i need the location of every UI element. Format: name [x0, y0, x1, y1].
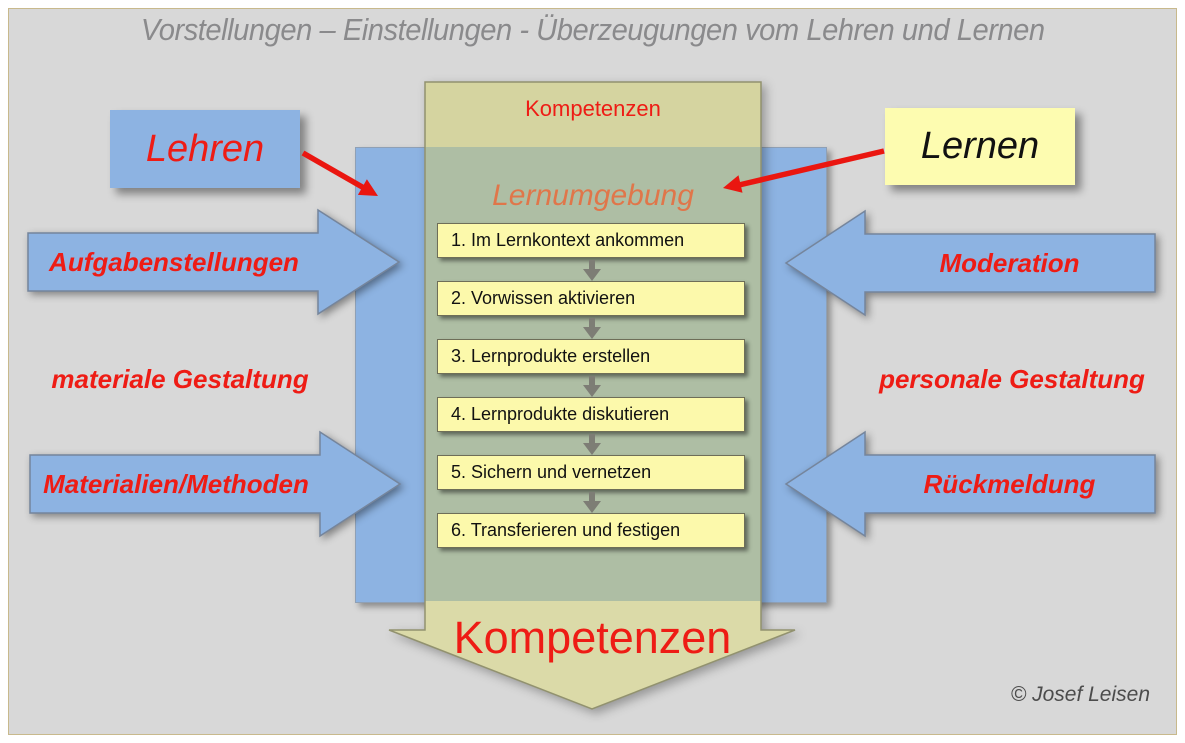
kompetenzen-bottom-label: Kompetenzen — [453, 612, 732, 663]
lernen-label: Lernen — [920, 125, 1040, 167]
page-title-text: Vorstellungen – Einstellungen - Überzeug… — [140, 12, 1045, 47]
step-connector-arrow-icon — [582, 260, 602, 281]
rueckmeldung-label: Rückmeldung — [923, 468, 1096, 499]
moderation-label: Moderation — [939, 247, 1080, 278]
step-1-box: 1. Im Lernkontext ankommen — [437, 223, 745, 258]
step-6-box: 6. Transferieren und festigen — [437, 513, 745, 548]
step-connector-arrow-icon — [582, 318, 602, 339]
lernumgebung-label: Lernumgebung — [492, 179, 694, 212]
personale-gestaltung-label: personale Gestaltung — [879, 363, 1145, 394]
aufgabenstellungen-label: Aufgabenstellungen — [49, 246, 299, 277]
step-3-box: 3. Lernprodukte erstellen — [437, 339, 745, 374]
step-2-box: 2. Vorwissen aktivieren — [437, 281, 745, 316]
step-connector-arrow-icon — [582, 492, 602, 513]
lehren-box: Lehren — [110, 110, 300, 188]
step-connector-arrow-icon — [582, 434, 602, 455]
page-title: Vorstellungen – Einstellungen - Überzeug… — [0, 12, 1185, 48]
materiale-gestaltung-label: materiale Gestaltung — [51, 363, 309, 394]
materialien-methoden-label: Materialien/Methoden — [43, 468, 309, 499]
copyright-credit: © Josef Leisen — [1010, 683, 1150, 706]
lernen-box: Lernen — [885, 108, 1075, 185]
kompetenzen-top-label: Kompetenzen — [525, 96, 661, 121]
step-5-box: 5. Sichern und vernetzen — [437, 455, 745, 490]
step-connector-arrow-icon — [582, 376, 602, 397]
lehren-label: Lehren — [145, 127, 265, 170]
step-4-box: 4. Lernprodukte diskutieren — [437, 397, 745, 432]
